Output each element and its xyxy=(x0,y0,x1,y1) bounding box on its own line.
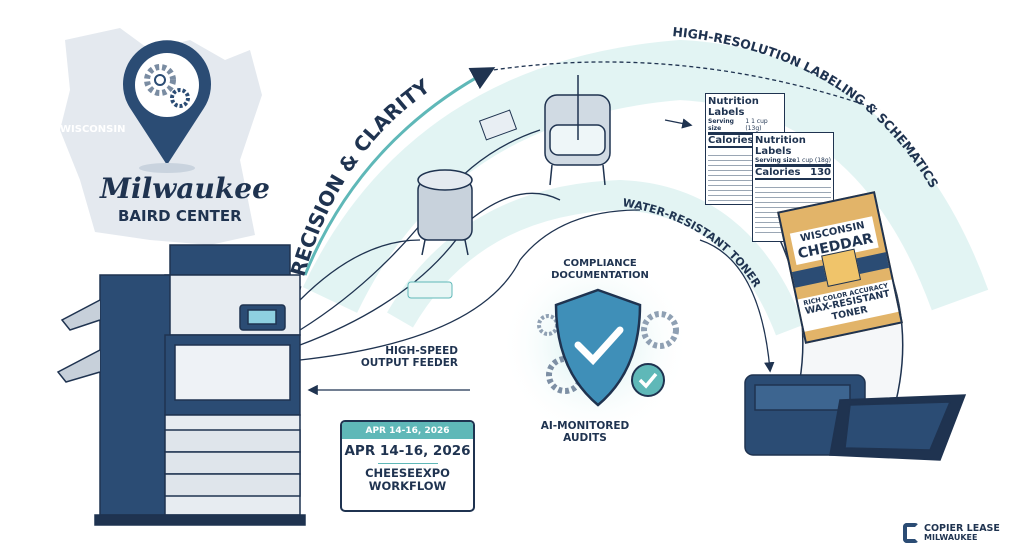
teal-arc-band xyxy=(302,39,989,314)
calories-value: 130 xyxy=(810,167,831,178)
serving-size-value: 1 cup (18g) xyxy=(796,157,831,164)
location-pin-icon xyxy=(123,40,211,173)
serving-size-label: Serving size xyxy=(755,157,797,164)
nutrition-title: Nutrition Labels xyxy=(755,135,806,157)
mixing-tank xyxy=(544,75,611,186)
output-feeder-label: HIGH-SPEED OUTPUT FEEDER xyxy=(350,345,458,369)
compliance-line2: DOCUMENTATION xyxy=(551,269,649,281)
brand-name: COPIER LEASE MILWAUKEE xyxy=(924,523,1000,543)
calendar-icon: APR 14-16, 2026 APR 14-16, 2026 CHEESEEX… xyxy=(340,420,475,512)
steel-tank xyxy=(417,169,473,256)
schematic-box xyxy=(478,109,518,141)
schematic-note xyxy=(407,281,453,299)
brand-line1: COPIER LEASE xyxy=(924,523,1000,534)
audits-line1: AI-MONITORED xyxy=(540,420,630,432)
flow-lines xyxy=(299,61,881,396)
calendar-date: APR 14-16, 2026 xyxy=(344,443,471,460)
audits-label: AI-MONITORED AUDITS xyxy=(530,420,640,444)
city-label: Milwaukee xyxy=(100,172,270,205)
gear-icon xyxy=(144,64,176,96)
compliance-line1: COMPLIANCE xyxy=(563,258,637,269)
serving-size-value: 1 1 cup (13g) xyxy=(745,118,768,132)
copier-machine xyxy=(56,244,306,526)
feeder-line1: HIGH-SPEED xyxy=(385,345,458,357)
serving-size-label: Serving size xyxy=(708,118,734,132)
nutrition-title: Nutrition Labels xyxy=(708,96,759,118)
check-icon xyxy=(638,372,658,389)
cheese-wedge-icon xyxy=(821,248,861,287)
brand-logo-icon xyxy=(903,523,919,543)
audits-line2: AUDITS xyxy=(563,432,607,445)
calories-label: Calories xyxy=(755,167,801,178)
check-icon xyxy=(574,326,624,366)
feeder-line2: OUTPUT FEEDER xyxy=(360,357,458,370)
calendar-event-line2: WORKFLOW xyxy=(368,479,447,494)
brand-line2: MILWAUKEE xyxy=(924,533,978,543)
precision-arrow xyxy=(303,67,496,276)
teal-inner-band xyxy=(387,179,804,336)
calendar-header: APR 14-16, 2026 xyxy=(342,422,473,440)
gear-icon xyxy=(170,88,190,108)
calories-label: Calories xyxy=(708,135,754,146)
state-label: WISCONSIN xyxy=(60,124,126,135)
calendar-event-line1: CHEESEEXPO xyxy=(365,465,450,480)
venue-label: BAIRD CENTER xyxy=(118,207,242,225)
compliance-label: COMPLIANCE DOCUMENTATION xyxy=(545,258,655,281)
shield-icon xyxy=(537,288,679,407)
